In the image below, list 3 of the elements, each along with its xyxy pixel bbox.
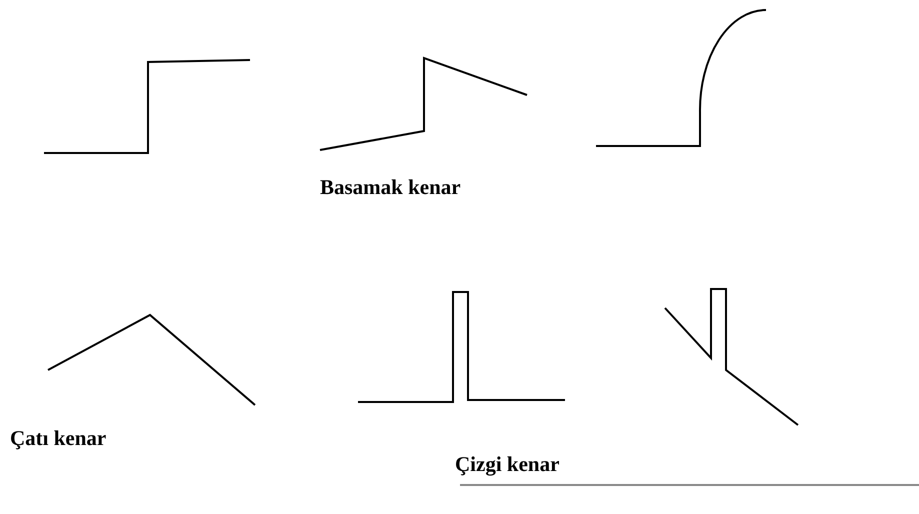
figure-caption: Çatı kenar <box>10 426 106 451</box>
figure-caption: Çizgi kenar <box>455 452 560 477</box>
figure-caption: Basamak kenar <box>320 175 461 200</box>
